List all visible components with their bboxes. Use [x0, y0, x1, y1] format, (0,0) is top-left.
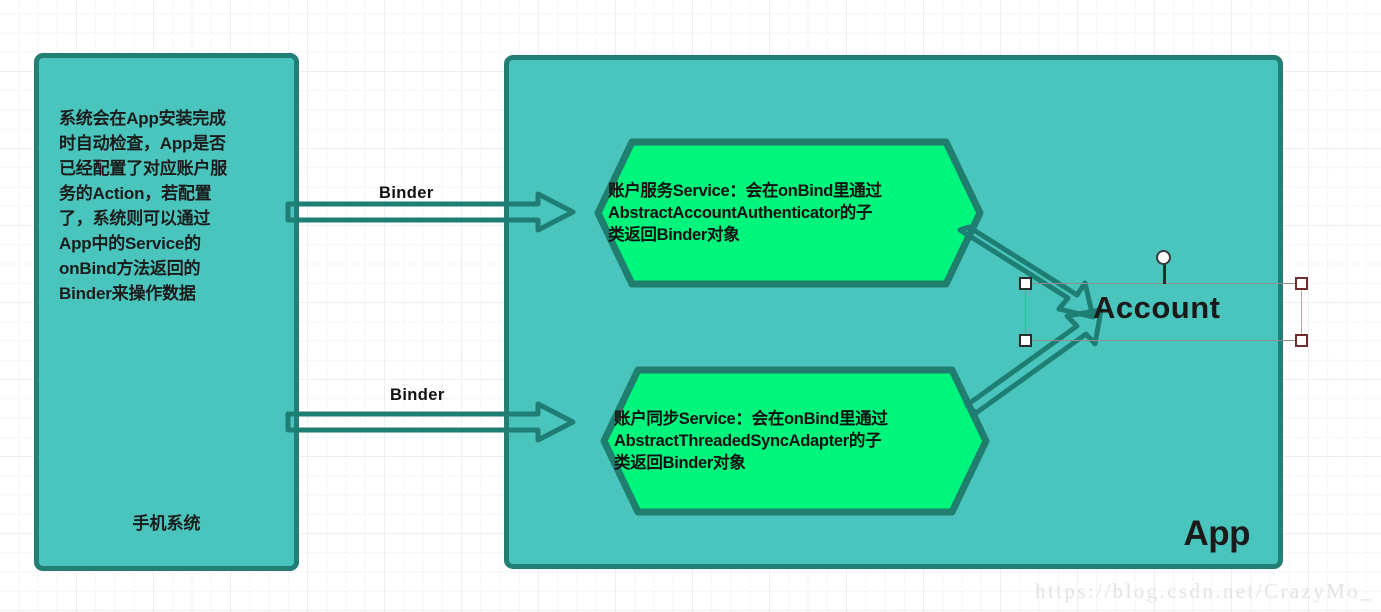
rotate-handle-icon[interactable]	[1156, 250, 1171, 265]
resize-handle-top-left[interactable]	[1019, 277, 1032, 290]
arrow-sync-to-account	[964, 307, 1104, 416]
hexagon-sync-service[interactable]: 账户同步Service：会在onBind里通过 AbstractThreaded…	[600, 366, 990, 516]
arrow-binder-bottom	[285, 401, 576, 443]
resize-handle-bottom-left[interactable]	[1019, 334, 1032, 347]
system-container[interactable]: 系统会在App安装完成 时自动检查，App是否 已经配置了对应账户服 务的Act…	[34, 53, 299, 571]
arrow-binder-top	[285, 191, 576, 233]
resize-handle-bottom-right[interactable]	[1295, 334, 1308, 347]
selection-border-left	[1025, 283, 1026, 341]
account-element[interactable]: Account	[1019, 250, 1308, 347]
hexagon-account-service[interactable]: 账户服务Service：会在onBind里通过 AbstractAccountA…	[594, 138, 984, 288]
resize-handle-top-right[interactable]	[1295, 277, 1308, 290]
system-note-text: 系统会在App安装完成 时自动检查，App是否 已经配置了对应账户服 务的Act…	[59, 109, 227, 303]
selection-border-bottom	[1025, 340, 1302, 341]
hexagon-sync-service-label: 账户同步Service：会在onBind里通过 AbstractThreaded…	[614, 410, 888, 472]
edge-label-binder-top: Binder	[379, 184, 434, 202]
hexagon-shape-icon	[594, 138, 984, 288]
edge-label-binder-bottom: Binder	[390, 386, 445, 404]
selection-border-right	[1301, 283, 1302, 341]
hexagon-account-service-label: 账户服务Service：会在onBind里通过 AbstractAccountA…	[608, 182, 882, 244]
account-label[interactable]: Account	[1093, 290, 1221, 325]
system-container-label: 手机系统	[132, 514, 201, 533]
rotate-handle-stem	[1163, 257, 1166, 284]
app-container-label: App	[1183, 514, 1250, 553]
hexagon-shape-icon	[600, 366, 990, 516]
watermark-text: https://blog.csdn.net/CrazyMo_	[1035, 579, 1373, 603]
